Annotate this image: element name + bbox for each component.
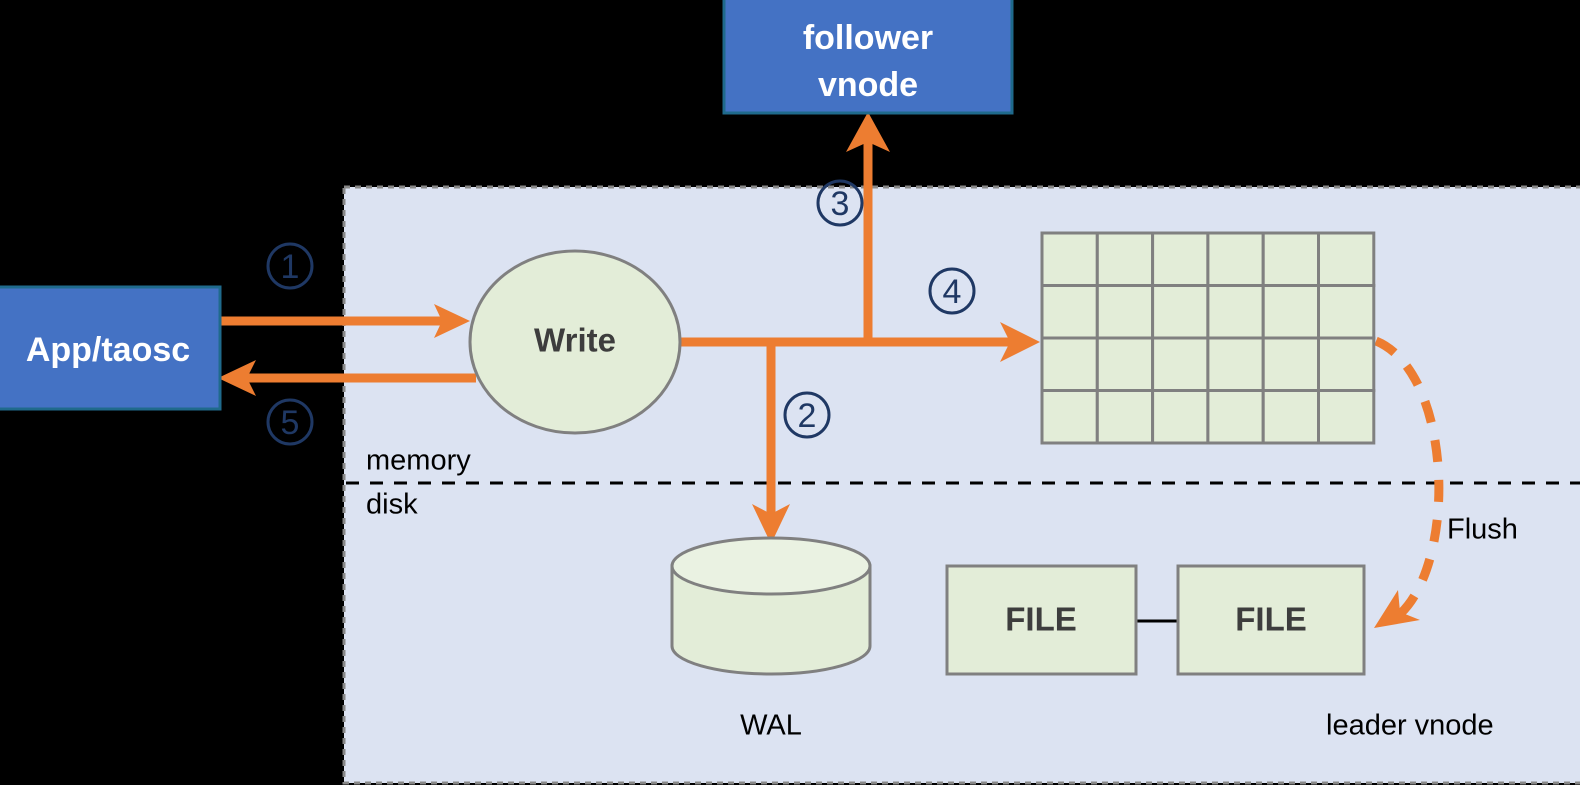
- flow-to-wal-arrowhead: [752, 504, 790, 544]
- memory-label: memory: [366, 445, 471, 477]
- write-node[interactable]: [468, 249, 682, 435]
- step-marker-2: 2: [783, 391, 831, 439]
- flush-label: Flush: [1447, 514, 1518, 546]
- flow-app-to-write-arrowhead: [434, 304, 470, 338]
- step-marker-3: 3: [816, 179, 864, 227]
- step-marker-4-label: 4: [943, 273, 962, 311]
- follower-vnode-label-line2: vnode: [818, 66, 918, 104]
- file-right-box[interactable]: [1176, 564, 1366, 676]
- wal-cylinder[interactable]: [670, 536, 872, 676]
- disk-label: disk: [366, 489, 418, 521]
- file-left-label: FILE: [1005, 601, 1077, 638]
- write-label: Write: [534, 322, 616, 359]
- app-taosc-label: App/taosc: [26, 331, 190, 369]
- step-marker-4: 4: [928, 267, 976, 315]
- app-taosc-box[interactable]: [0, 285, 222, 411]
- file-right-label: FILE: [1235, 601, 1307, 638]
- step-marker-3-label: 3: [831, 185, 850, 223]
- step-marker-1-label: 1: [281, 248, 300, 286]
- flow-write-to-app-arrowhead: [218, 360, 256, 396]
- wal-label: WAL: [740, 710, 802, 742]
- flush-arrowhead: [1374, 590, 1420, 628]
- step-marker-5-label: 5: [281, 404, 300, 442]
- flow-write-to-memtable-arrowhead: [1000, 322, 1040, 362]
- follower-vnode-label-line1: follower: [803, 19, 933, 57]
- flow-to-follower-arrowhead: [846, 112, 890, 152]
- step-marker-5: 5: [266, 398, 314, 446]
- step-marker-1: 1: [266, 242, 314, 290]
- follower-vnode-box[interactable]: [722, 0, 1014, 115]
- leader-vnode-caption: leader vnode: [1326, 710, 1494, 742]
- file-left-box[interactable]: [945, 564, 1138, 676]
- step-marker-2-label: 2: [798, 397, 817, 435]
- memtable-grid[interactable]: [1040, 231, 1376, 445]
